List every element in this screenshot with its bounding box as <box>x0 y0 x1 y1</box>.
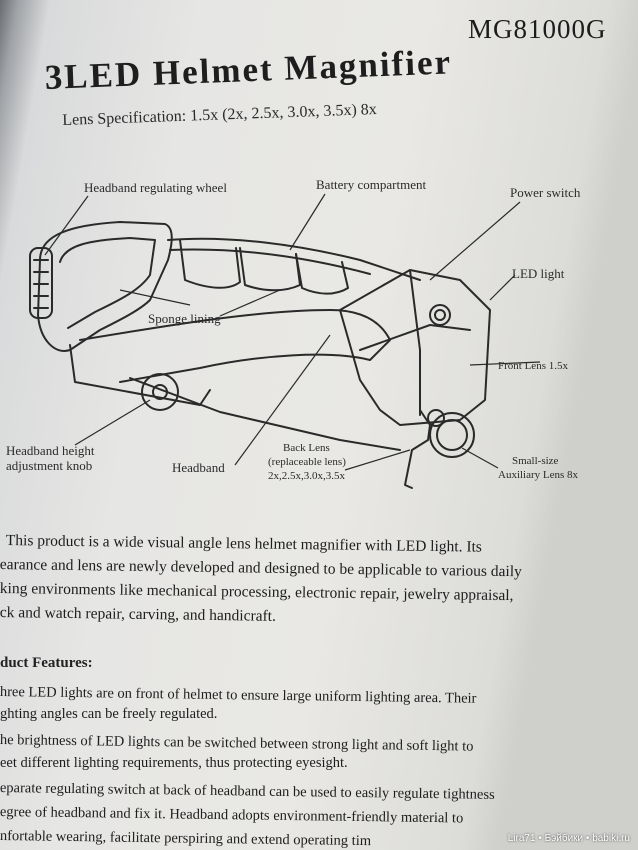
feature-line-2: ghting angles can be freely regulated. <box>0 706 218 722</box>
page-title: 3LED Helmet Magnifier <box>44 42 453 97</box>
label-height-knob-line1: Headband height <box>6 443 95 458</box>
label-headband-regulating-wheel: Headband regulating wheel <box>84 180 227 195</box>
housing-shape <box>339 269 491 426</box>
watermark: Lira71 • Бэйбики • babiki.ru <box>507 833 630 844</box>
label-headband: Headband <box>172 460 225 475</box>
label-back-lens-line2: (replaceable lens) <box>268 456 346 468</box>
model-number: MG81000G <box>468 14 607 44</box>
feature-line-3: he brightness of LED lights can be switc… <box>0 732 474 755</box>
label-aux-lens-line1: Small-size <box>512 455 559 467</box>
headband-shape <box>37 221 173 352</box>
label-power-switch: Power switch <box>510 185 581 200</box>
label-battery-compartment: Battery compartment <box>316 177 427 192</box>
feature-line-1: hree LED lights are on front of helmet t… <box>0 684 477 707</box>
feature-line-5: eparate regulating switch at back of hea… <box>0 780 495 803</box>
height-knob-shape <box>141 373 179 411</box>
label-aux-lens-line2: Auxiliary Lens 8x <box>498 469 579 481</box>
label-height-knob-line2: adjustment knob <box>6 458 93 473</box>
features-heading: duct Features: <box>0 655 93 671</box>
label-sponge-lining: Sponge lining <box>148 311 221 326</box>
helmet-magnifier-diagram <box>29 193 541 489</box>
feature-line-4: eet different lighting requirements, thu… <box>0 755 348 771</box>
label-back-lens-line3: 2x,2.5x,3.0x,3.5x <box>268 470 345 482</box>
regulating-wheel-shape <box>29 247 53 319</box>
label-led-light: LED light <box>512 266 565 281</box>
lens-specification: Lens Specification: 1.5x (2x, 2.5x, 3.0x… <box>62 101 378 129</box>
label-back-lens-line1: Back Lens <box>283 442 330 454</box>
label-front-lens: Front Lens 1.5x <box>498 360 568 372</box>
description-line-4: ck and watch repair, carving, and handic… <box>0 603 277 625</box>
aux-lens-shape <box>429 412 475 458</box>
feature-line-6: egree of headband and fix it. Headband a… <box>0 804 464 827</box>
feature-line-7: nfortable wearing, facilitate perspiring… <box>0 828 372 850</box>
